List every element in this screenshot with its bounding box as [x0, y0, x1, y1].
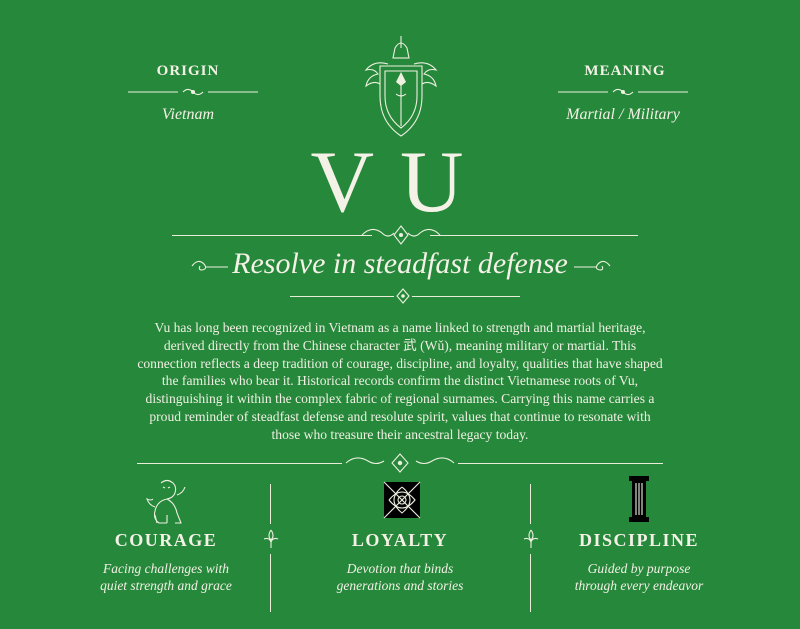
virtue-title-loyalty: LOYALTY — [351, 530, 449, 550]
description-paragraph: Vu has long been recognized in Vietnam a… — [137, 320, 663, 442]
virtues-rule-right — [458, 463, 663, 464]
crest-shield-icon — [364, 36, 438, 137]
virtue-separator-1-bottom — [270, 554, 271, 612]
virtue-separator-1-top — [270, 484, 271, 524]
meaning-value: Martial / Military — [566, 106, 680, 123]
virtue-desc-loyalty-line1: Devotion that binds — [346, 561, 454, 576]
lion-icon — [146, 479, 186, 524]
fleur-separator-1-icon — [263, 529, 279, 548]
virtue-desc-courage-line2: quiet strength and grace — [100, 578, 232, 593]
virtue-separator-2-bottom — [530, 554, 531, 612]
meaning-divider-ornament — [558, 88, 688, 96]
virtue-title-discipline: DISCIPLINE — [578, 530, 700, 550]
tagline-rule-right — [412, 296, 520, 297]
pillar-icon — [629, 476, 649, 522]
virtue-separator-2-top — [530, 484, 531, 524]
virtue-desc-discipline-line2: through every endeavor — [574, 578, 704, 593]
virtue-desc-loyalty-line2: generations and stories — [336, 578, 464, 593]
virtues-flourish-ornament — [345, 453, 455, 473]
meaning-heading: MEANING — [584, 63, 666, 79]
origin-heading: ORIGIN — [156, 63, 220, 79]
celtic-knot-icon — [383, 481, 421, 519]
tagline-rule-ornament — [396, 288, 410, 304]
virtue-desc-discipline-line1: Guided by purpose — [587, 561, 691, 576]
tagline: Resolve in steadfast defense — [232, 247, 568, 280]
origin-divider-ornament — [128, 88, 258, 96]
upper-flourish-ornament — [361, 225, 441, 245]
upper-rule-left — [172, 235, 372, 236]
upper-rule-right — [430, 235, 638, 236]
tagline-left-swirl-icon — [191, 260, 228, 271]
fleur-separator-2-icon — [523, 529, 539, 548]
virtue-desc-courage-line1: Facing challenges with — [103, 561, 229, 576]
surname-title: VU — [310, 134, 490, 231]
virtues-rule-left — [137, 463, 342, 464]
tagline-right-swirl-icon — [574, 260, 611, 271]
virtue-title-courage: COURAGE — [114, 530, 218, 550]
origin-value: Vietnam — [161, 106, 215, 123]
tagline-rule-left — [290, 296, 394, 297]
